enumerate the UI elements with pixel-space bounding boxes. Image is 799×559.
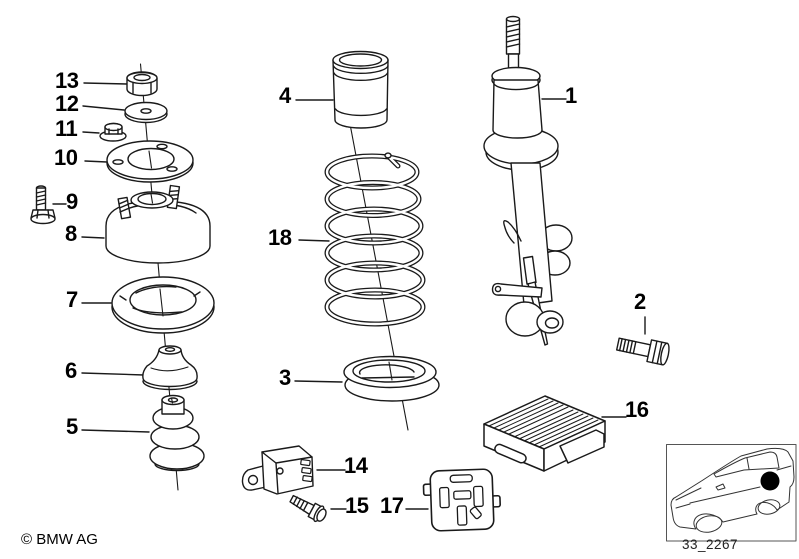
callout-2[interactable]: 2 [634, 289, 646, 314]
part-self-locking-nut [126, 71, 158, 97]
position-reference-box [666, 444, 797, 542]
part-retaining-plate [106, 140, 194, 183]
part-spring-strut [483, 15, 573, 346]
diagram-reference-code: 33_2267 [682, 537, 739, 552]
callout-9[interactable]: 9 [66, 189, 78, 214]
part-upper-spring-pad [111, 276, 215, 334]
location-dot [760, 471, 780, 491]
callout-8[interactable]: 8 [65, 221, 77, 246]
part-hex-bolt [615, 337, 670, 366]
callout-14[interactable]: 14 [344, 453, 368, 478]
callout-13[interactable]: 13 [55, 68, 79, 93]
callout-7[interactable]: 7 [66, 287, 78, 312]
callout-16[interactable]: 16 [625, 397, 649, 422]
part-flange-nut [99, 122, 127, 142]
callout-3[interactable]: 3 [279, 365, 291, 390]
part-washer [124, 101, 168, 124]
callout-17[interactable]: 17 [380, 493, 404, 518]
part-relay [422, 468, 501, 532]
callout-6[interactable]: 6 [65, 358, 77, 383]
callout-18[interactable]: 18 [268, 225, 292, 250]
part-additional-damper [149, 394, 205, 472]
part-support-cup [142, 345, 198, 391]
callout-10[interactable]: 10 [54, 145, 78, 170]
part-acceleration-sensor [241, 445, 314, 495]
leader-lines [52, 82, 646, 510]
car-outline-icon [670, 447, 795, 533]
part-protection-tube [332, 50, 389, 129]
callout-12[interactable]: 12 [55, 91, 79, 116]
part-lower-spring-pad [343, 355, 440, 402]
part-sensor-screw [289, 494, 327, 523]
part-guide-support [105, 184, 211, 264]
part-hex-screw [30, 185, 56, 225]
callout-11[interactable]: 11 [55, 116, 78, 141]
bmw-copyright: © BMW AG [21, 531, 98, 548]
callout-15[interactable]: 15 [345, 493, 369, 518]
callout-4[interactable]: 4 [279, 83, 291, 108]
callout-1[interactable]: 1 [565, 83, 577, 108]
callout-5[interactable]: 5 [66, 414, 78, 439]
part-control-unit [483, 395, 606, 472]
part-coil-spring [324, 152, 426, 327]
